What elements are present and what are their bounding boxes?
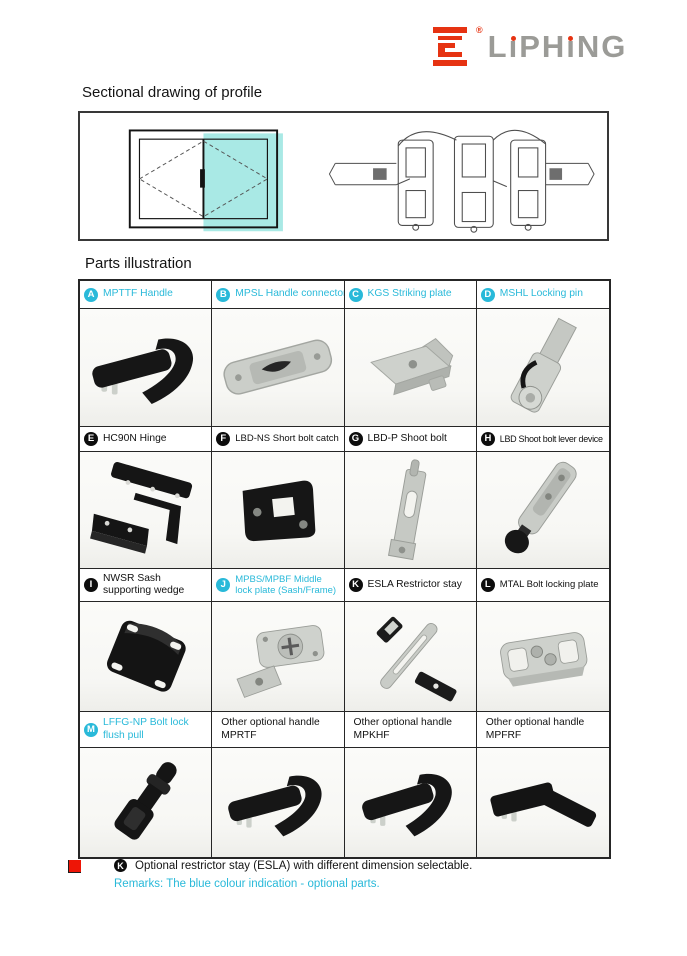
part-photo-mtal-locking-plate: [476, 602, 609, 712]
part-photo-kgs-striking-plate: [344, 309, 477, 427]
sectional-drawing-title: Sectional drawing of profile: [82, 84, 263, 101]
window-schematic: [128, 129, 283, 232]
part-badge-d: D: [480, 287, 495, 302]
part-label: LBD-P Shoot bolt: [367, 432, 447, 444]
connector-image: [223, 339, 332, 395]
part-photo-lffg-flush-pull: [80, 748, 213, 857]
part-badge-l: L: [480, 578, 495, 592]
part-badge-j: J: [216, 578, 231, 592]
part-photo-mpsl-connector: [212, 309, 345, 427]
parts-illustration-title: Parts illustration: [85, 255, 192, 272]
handle-image: [490, 782, 596, 827]
part-label: LBD Shoot bolt lever device: [499, 433, 603, 444]
middle-lock-plate-image: [236, 624, 325, 698]
part-photo-mpttf-handle: [80, 309, 213, 427]
part-header-lbd-ns-catch: F LBD-NS Short bolt catch: [212, 427, 345, 452]
wedge-image: [106, 620, 186, 692]
part-header-mpttf-handle: A MPTTF Handle: [80, 281, 213, 309]
part-photo-esla-restrictor: [344, 602, 477, 712]
part-header-mpkhf-handle: Other optional handle MPKHF: [344, 712, 477, 748]
shoot-bolt-image: [388, 459, 427, 561]
liphing-logo-icon: [433, 27, 467, 66]
part-label: MTAL Bolt locking plate: [499, 579, 599, 591]
part-badge-b: B: [216, 287, 231, 302]
part-photo-lbd-lever-device: [476, 452, 609, 569]
part-header-lffg-flush-pull: M LFFG-NP Bolt lock flush pull: [80, 712, 213, 748]
part-photo-mpkhf-handle: [344, 748, 477, 857]
part-photo-mshl-locking-pin: [476, 309, 609, 427]
part-photo-lbd-ns-catch: [212, 452, 345, 569]
parts-table: A MPTTF Handle B MPSL Handle connector C…: [78, 279, 611, 859]
part-badge-g: G: [348, 432, 363, 446]
lever-device-image: [504, 461, 577, 554]
part-badge-a: A: [84, 287, 98, 302]
part-header-mpbs-lock-plate: J MPBS/MPBF Middle lock plate (Sash/Fram…: [212, 569, 345, 602]
sectional-drawing-box: [78, 111, 609, 241]
footnote-text: Optional restrictor stay (ESLA) with dif…: [135, 859, 473, 872]
part-header-mtal-locking-plate: L MTAL Bolt locking plate: [476, 569, 609, 602]
part-header-mpfrf-handle: Other optional handle MPFRF: [476, 712, 609, 748]
part-badge-h: H: [480, 432, 495, 446]
part-label: LBD-NS Short bolt catch: [235, 433, 339, 445]
part-label: Other optional handle MPRTF: [221, 717, 320, 741]
optional-color-swatch: [68, 860, 81, 873]
part-label: LFFG-NP Bolt lock flush pull: [103, 717, 189, 741]
striking-plate-image: [370, 337, 454, 395]
part-header-mpsl-connector: B MPSL Handle connector: [212, 281, 345, 309]
part-label: NWSR Sash supporting wedge: [103, 572, 185, 596]
part-header-nwsr-wedge: I NWSR Sash supporting wedge: [80, 569, 213, 602]
profile-section: [328, 129, 595, 233]
part-header-mprtf-handle: Other optional handle MPRTF: [212, 712, 345, 748]
handle-image: [228, 775, 322, 836]
part-header-mshl-locking-pin: D MSHL Locking pin: [476, 281, 609, 309]
part-badge-c: C: [348, 287, 363, 302]
part-photo-lbd-p-shoot-bolt: [344, 452, 477, 569]
part-badge-m: M: [84, 722, 98, 737]
part-photo-hc90n-hinge: [80, 452, 213, 569]
part-badge-e: E: [84, 432, 98, 446]
restrictor-stay-image: [376, 616, 457, 701]
part-badge-k: K: [348, 578, 363, 592]
footnote-remarks: Remarks: The blue colour indication - op…: [114, 878, 380, 890]
part-badge-f: F: [216, 432, 231, 446]
part-header-hc90n-hinge: E HC90N Hinge: [80, 427, 213, 452]
part-photo-mpfrf-handle: [476, 748, 609, 857]
registered-mark: ®: [476, 25, 483, 35]
sectional-drawing-image: [128, 129, 595, 233]
part-header-esla-restrictor: K ESLA Restrictor stay: [344, 569, 477, 602]
part-label: MSHL Locking pin: [499, 288, 583, 300]
handle-image: [362, 773, 452, 836]
bolt-locking-plate-image: [499, 631, 588, 687]
part-header-kgs-striking-plate: C KGS Striking plate: [344, 281, 477, 309]
part-header-lbd-p-shoot-bolt: G LBD-P Shoot bolt: [344, 427, 477, 452]
part-label: HC90N Hinge: [103, 432, 167, 444]
handle-image: [91, 338, 193, 404]
footnote: K Optional restrictor stay (ESLA) with d…: [68, 859, 613, 890]
part-label: MPSL Handle connector: [235, 288, 345, 300]
footnote-k-badge: K: [114, 859, 127, 872]
part-label: Other optional handle MPKHF: [353, 717, 452, 741]
brand-name: LıPHıNG: [487, 29, 628, 64]
part-label: KGS Striking plate: [367, 288, 452, 300]
part-badge-i: I: [84, 578, 98, 592]
part-label: ESLA Restrictor stay: [367, 578, 462, 590]
part-label: MPTTF Handle: [103, 288, 173, 300]
part-header-lbd-lever-device: H LBD Shoot bolt lever device: [476, 427, 609, 452]
hinge-image: [89, 462, 192, 554]
bolt-catch-image: [242, 480, 316, 542]
part-photo-mprtf-handle: [212, 748, 345, 857]
locking-pin-image: [510, 317, 577, 413]
part-photo-mpbs-lock-plate: [212, 602, 345, 712]
part-photo-nwsr-wedge: [80, 602, 213, 712]
part-label: MPBS/MPBF Middle lock plate (Sash/Frame): [235, 573, 337, 596]
part-label: Other optional handle MPFRF: [485, 717, 585, 741]
flush-pull-image: [114, 761, 177, 840]
brand-logo: ® LıPHıNG: [431, 24, 627, 70]
